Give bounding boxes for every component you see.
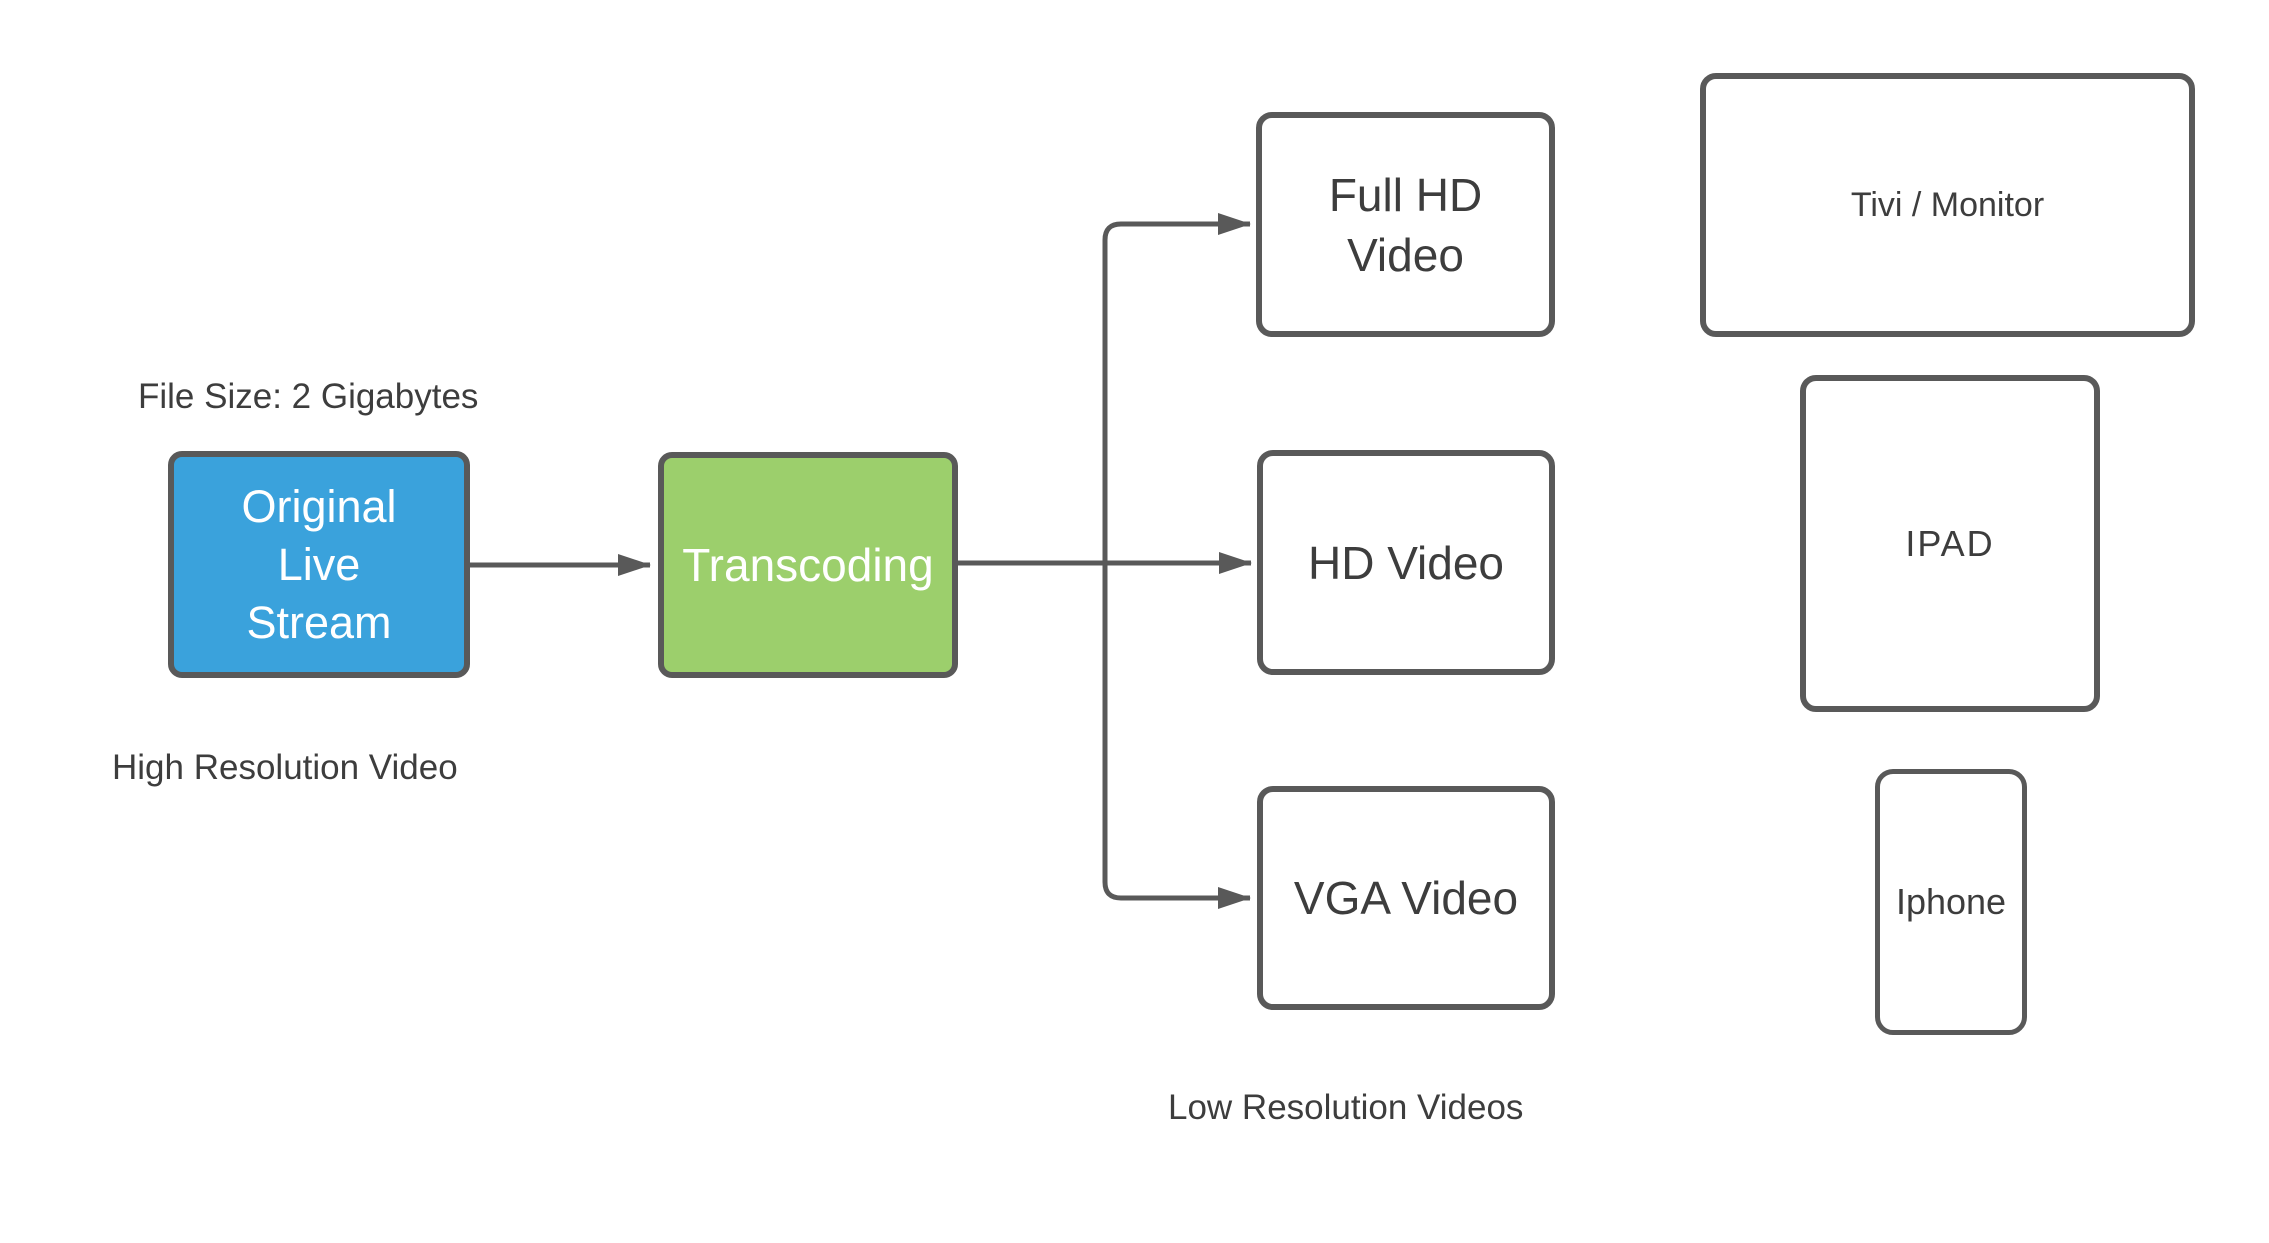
node-transcoding-label: Transcoding <box>682 539 934 591</box>
connector-transcoding-to-fullhd <box>1102 213 1251 563</box>
caption-high-resolution-video: High Resolution Video <box>112 748 458 787</box>
node-hd-video: HD Video <box>1257 450 1555 675</box>
node-full-hd-video-label: Full HD Video <box>1328 168 1483 281</box>
caption-low-resolution-videos: Low Resolution Videos <box>1168 1088 1524 1127</box>
caption-file-size: File Size: 2 Gigabytes <box>138 377 479 416</box>
node-original-live-stream: Original Live Stream <box>168 451 470 678</box>
node-transcoding: Transcoding <box>658 452 958 678</box>
node-tivi-monitor: Tivi / Monitor <box>1700 73 2195 337</box>
node-vga-video-label: VGA Video <box>1293 872 1519 924</box>
node-iphone: Iphone <box>1875 769 2027 1035</box>
node-original-live-stream-label: Original Live Stream <box>241 480 397 648</box>
node-tivi-monitor-label: Tivi / Monitor <box>1850 186 2045 224</box>
node-hd-video-label: HD Video <box>1307 536 1505 589</box>
node-ipad-label: IPAD <box>1905 522 1995 564</box>
node-vga-video: VGA Video <box>1257 786 1555 1010</box>
connector-transcoding-to-vga <box>1102 563 1251 909</box>
node-iphone-label: Iphone <box>1895 881 2007 922</box>
node-ipad: IPAD <box>1800 375 2100 712</box>
node-full-hd-video: Full HD Video <box>1256 112 1555 337</box>
